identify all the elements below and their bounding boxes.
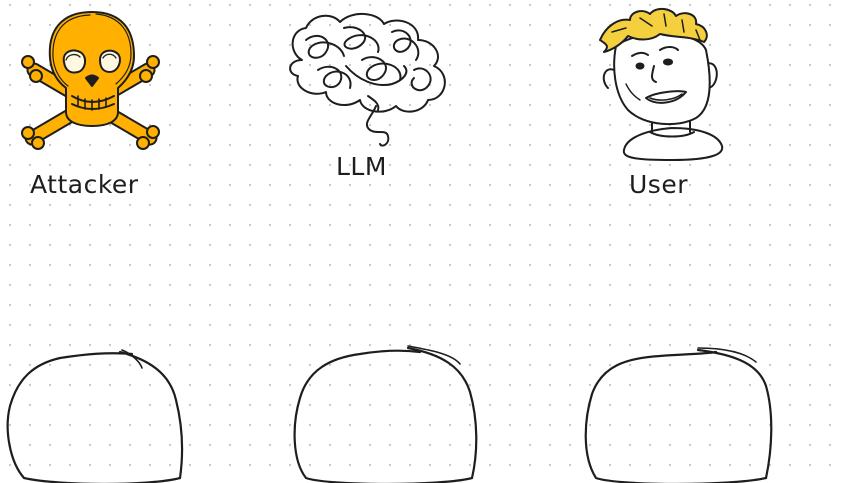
empty-box-user[interactable] bbox=[584, 347, 773, 483]
brain-icon bbox=[289, 13, 446, 147]
user-label: User bbox=[629, 170, 688, 199]
user-face-icon bbox=[599, 8, 724, 161]
skull bbox=[48, 11, 135, 127]
empty-box-llm[interactable] bbox=[293, 345, 478, 483]
llm-label: LLM bbox=[336, 152, 387, 181]
attacker-label: Attacker bbox=[30, 170, 139, 199]
skull-crossbones-icon bbox=[21, 11, 160, 150]
empty-box-attacker[interactable] bbox=[6, 349, 184, 483]
